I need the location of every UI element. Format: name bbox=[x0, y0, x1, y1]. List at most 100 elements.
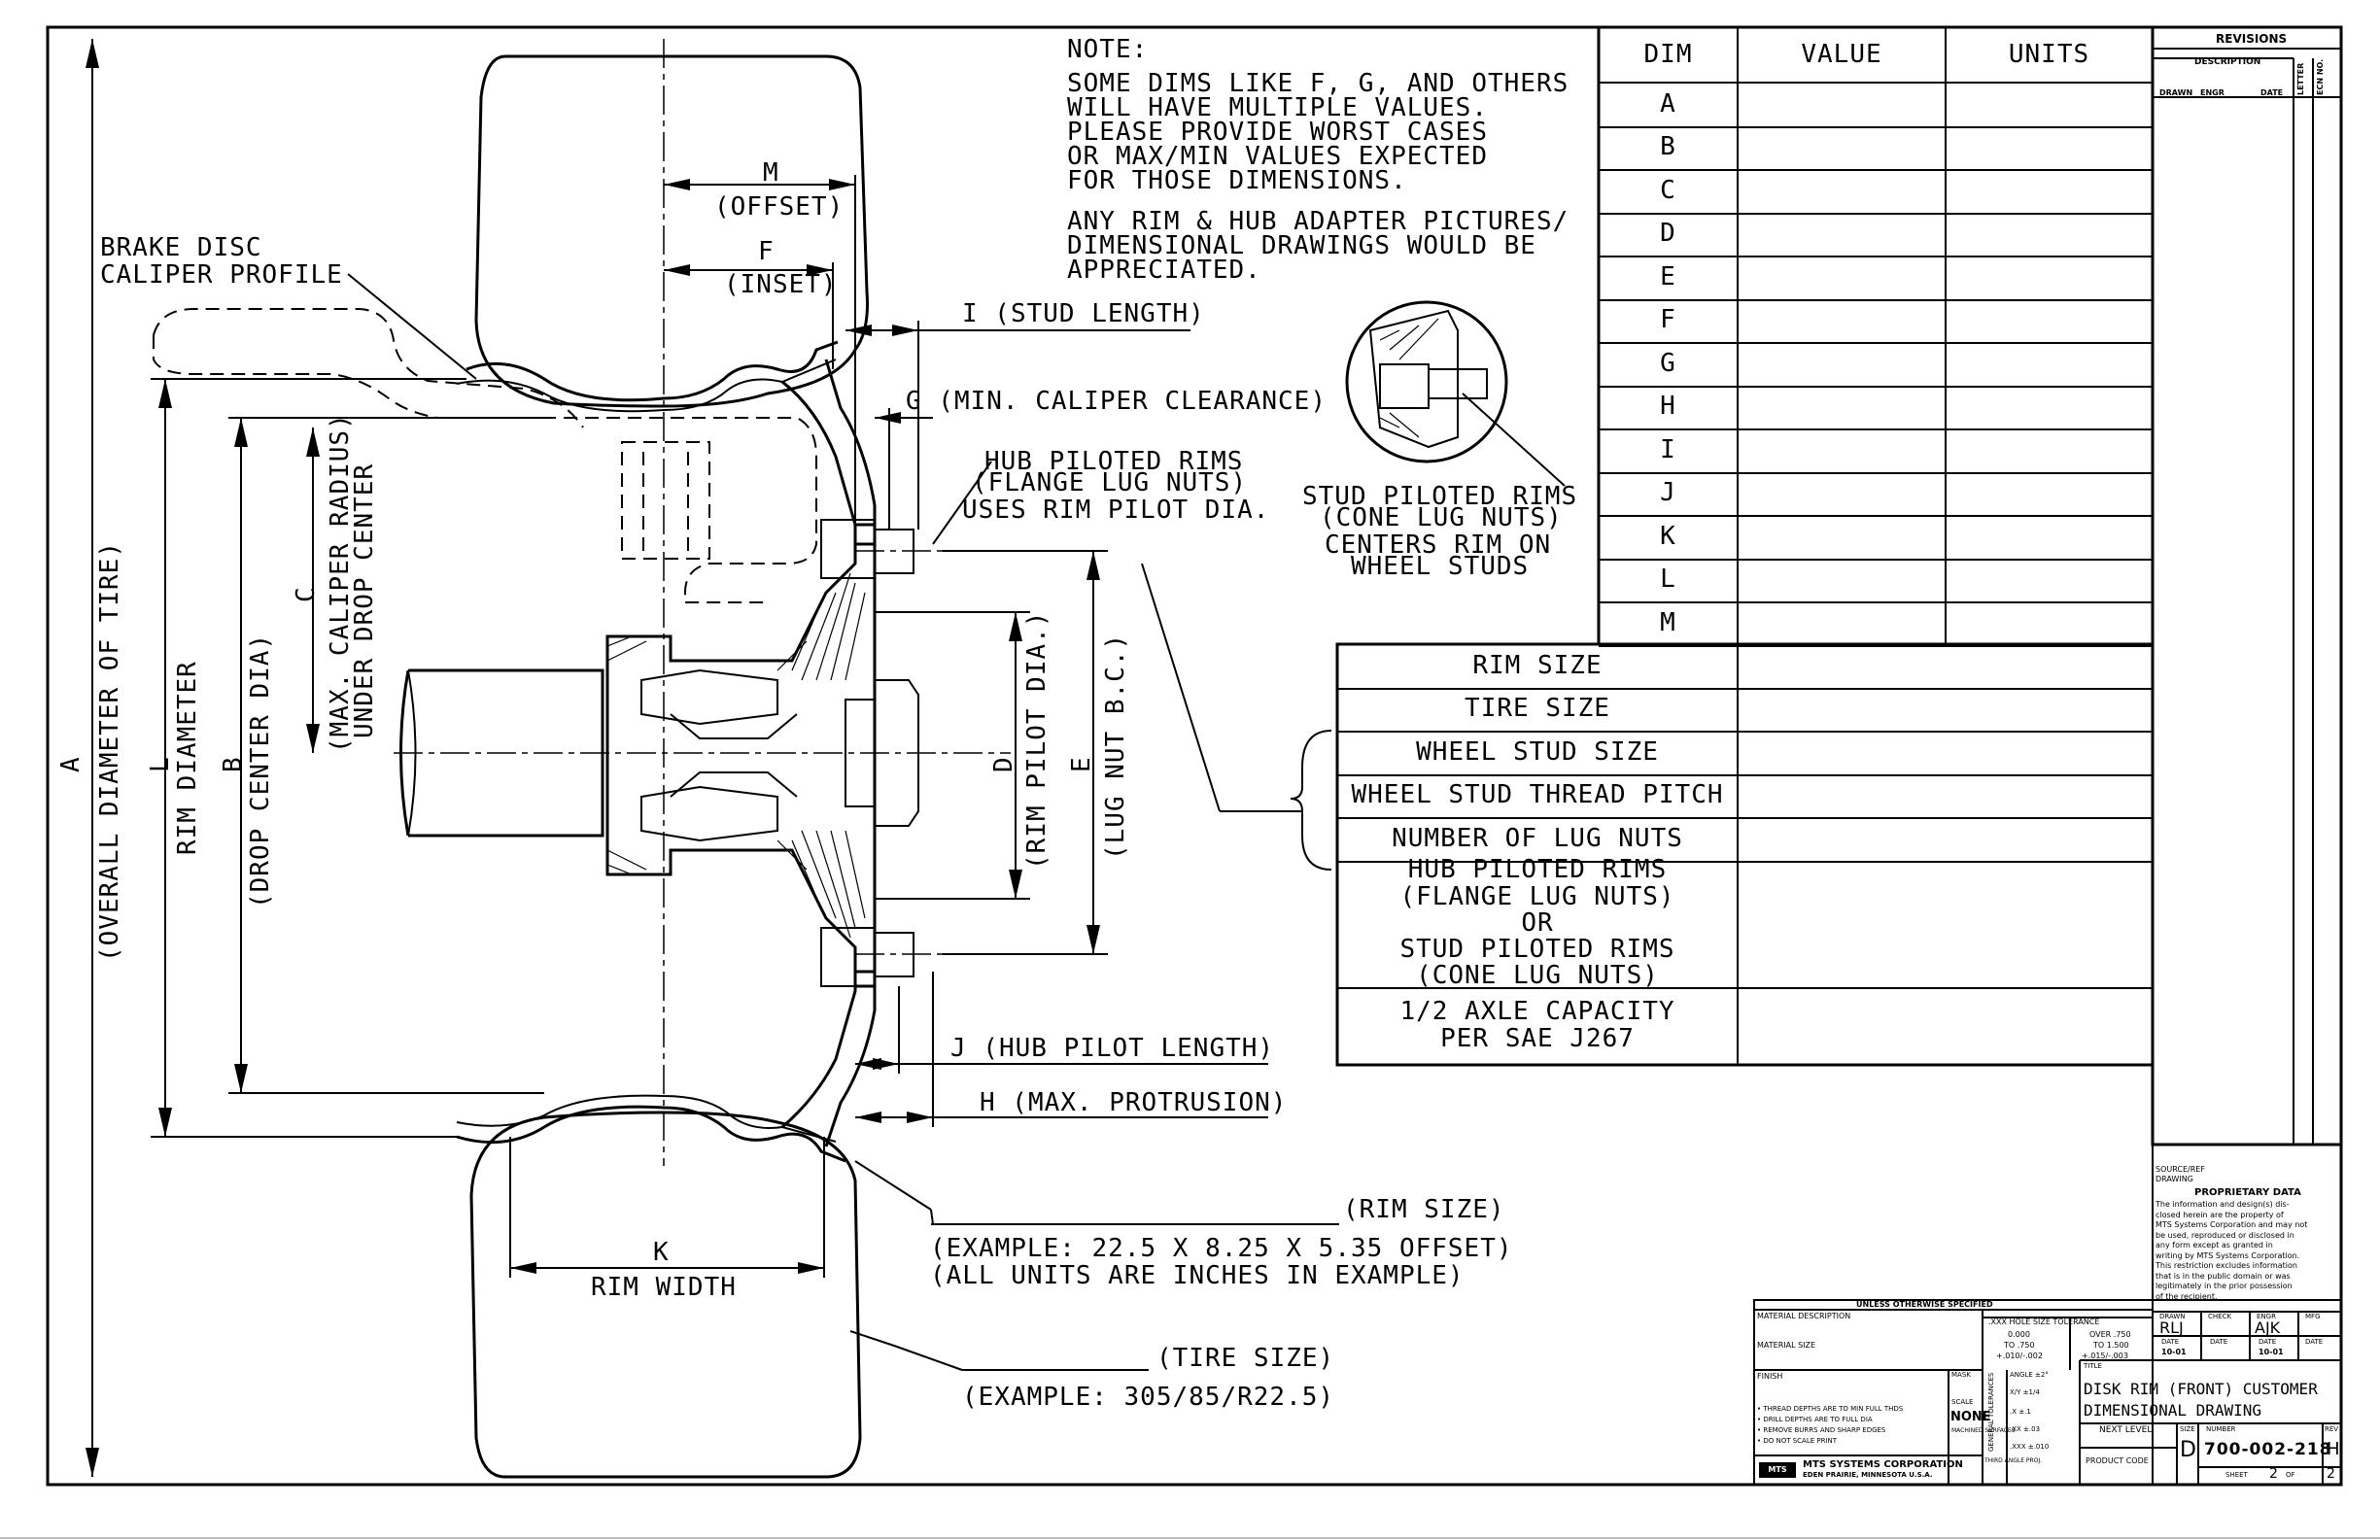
tb-title-2: DIMENSIONAL DRAWING bbox=[2084, 1401, 2262, 1420]
note-p1-line: OR MAX/MIN VALUES EXPECTED bbox=[1067, 142, 1488, 171]
tb-mask: MASK bbox=[1951, 1371, 1971, 1379]
tb-check-label: CHECK bbox=[2208, 1313, 2232, 1320]
tb-rev-label: REV bbox=[2325, 1425, 2339, 1433]
tb-note-line: • DRILL DEPTHS ARE TO FULL DIA bbox=[1757, 1416, 1873, 1423]
label-f-name: (INSET) bbox=[724, 270, 838, 299]
label-k-dim: K bbox=[653, 1238, 670, 1267]
label-wheel-studs: WHEEL STUDS bbox=[1351, 552, 1530, 581]
tb-scale: NONE bbox=[1950, 1410, 1991, 1424]
tb-engr-label: ENGR bbox=[2257, 1313, 2276, 1320]
tb-proprietary-line: of the recipient. bbox=[2156, 1291, 2218, 1301]
dims-row-divider bbox=[1599, 342, 2153, 344]
spec-row-line: TIRE SIZE bbox=[1465, 694, 1610, 724]
label-j: J (HUB PILOT LENGTH) bbox=[950, 1034, 1275, 1063]
dims-row-letter: A bbox=[1660, 88, 1676, 119]
tb-proprietary-line: The information and design(s) dis- bbox=[2156, 1200, 2290, 1209]
spec-row-label: NUMBER OF LUG NUTS bbox=[1337, 817, 1738, 861]
tb-product-code: PRODUCT CODE bbox=[2086, 1456, 2149, 1465]
revisions-engr: ENGR bbox=[2200, 88, 2225, 97]
tb-scale-label: SCALE bbox=[1951, 1398, 1974, 1406]
tb-note-line: • REMOVE BURRS AND SHARP EDGES bbox=[1757, 1426, 1886, 1434]
note-heading: NOTE: bbox=[1067, 35, 1149, 64]
rim-profile-bottom bbox=[456, 1105, 846, 1163]
label-caliper-profile: CALIPER PROFILE bbox=[100, 260, 343, 290]
tire-top bbox=[474, 54, 869, 408]
label-brake-disc: BRAKE DISC bbox=[100, 233, 262, 262]
note-p2-line: ANY RIM & HUB ADAPTER PICTURES/ bbox=[1067, 207, 1569, 236]
tb-drawn-date: 10-01 bbox=[2161, 1348, 2187, 1356]
dims-row-letter: B bbox=[1660, 132, 1676, 162]
label-c-dim: C bbox=[292, 586, 321, 602]
dims-row-divider bbox=[1599, 428, 2153, 430]
label-e-name: (LUG NUT B.C.) bbox=[1101, 633, 1130, 860]
revisions-grid bbox=[2151, 25, 2343, 1146]
tb-rev: H bbox=[2327, 1439, 2340, 1459]
spec-row-divider bbox=[1337, 731, 2153, 733]
label-centers-rim: CENTERS RIM ON bbox=[1325, 530, 1552, 560]
label-a-name: (OVERALL DIAMETER OF TIRE) bbox=[95, 541, 124, 962]
label-uses-rim-pilot: USES RIM PILOT DIA. bbox=[962, 496, 1270, 525]
tb-of-label: OF bbox=[2286, 1471, 2295, 1479]
spec-row-line: PER SAE J267 bbox=[1440, 1023, 1635, 1053]
spec-row-line: 1/2 AXLE CAPACITY bbox=[1399, 997, 1675, 1027]
spec-row-label: RIM SIZE bbox=[1337, 644, 1738, 688]
spec-row-divider bbox=[1337, 687, 2153, 690]
revisions-letter: LETTER bbox=[2296, 62, 2305, 95]
tb-finish: FINISH bbox=[1757, 1372, 1783, 1381]
note-p1-line: PLEASE PROVIDE WORST CASES bbox=[1067, 118, 1488, 147]
title-block-grid bbox=[1753, 1144, 2342, 1486]
dims-row-divider bbox=[1599, 298, 2153, 301]
dims-row-divider bbox=[1599, 212, 2153, 215]
dims-row-letter: F bbox=[1660, 305, 1676, 335]
note-p1-line: FOR THOSE DIMENSIONS. bbox=[1067, 166, 1407, 195]
label-h: H (MAX. PROTRUSION) bbox=[980, 1088, 1288, 1117]
lug-nut-bottom bbox=[820, 927, 876, 987]
label-tire-example: (EXAMPLE: 305/85/R22.5) bbox=[962, 1383, 1335, 1412]
tb-date-label-mfg: DATE bbox=[2305, 1338, 2324, 1346]
revisions-drawn: DRAWN bbox=[2159, 88, 2193, 97]
label-c-name-2: UNDER DROP CENTER bbox=[350, 462, 379, 738]
label-m-name: (OFFSET) bbox=[714, 192, 845, 222]
spec-row-divider bbox=[1337, 773, 2153, 776]
spec-row-line: (FLANGE LUG NUTS) bbox=[1399, 881, 1675, 911]
spec-row-line: HUB PILOTED RIMS bbox=[1407, 855, 1668, 885]
tb-date-label-engr: DATE bbox=[2259, 1338, 2277, 1346]
dims-row-letter: D bbox=[1660, 219, 1676, 249]
tb-proprietary-line: be used, reproduced or disclosed in bbox=[2156, 1230, 2294, 1240]
spec-row-divider bbox=[1337, 860, 2153, 863]
tb-proprietary-line: MTS Systems Corporation and may not bbox=[2156, 1220, 2308, 1229]
spec-row-line: WHEEL STUD THREAD PITCH bbox=[1351, 780, 1724, 810]
note-p2-line: APPRECIATED. bbox=[1067, 256, 1261, 285]
label-i: I (STUD LENGTH) bbox=[962, 299, 1205, 328]
label-flange-lug: (FLANGE LUG NUTS) bbox=[972, 468, 1248, 497]
label-f-dim: F bbox=[758, 237, 775, 266]
tb-number: 700-002-218 bbox=[2204, 1440, 2332, 1459]
tb-address: EDEN PRAIRIE, MINNESOTA U.S.A. bbox=[1803, 1471, 1933, 1479]
spec-row-line: OR bbox=[1521, 907, 1554, 938]
tb-hole-tol: .XXX HOLE SIZE TOLERANCE bbox=[1988, 1318, 2100, 1326]
tb-material-desc: MATERIAL DESCRIPTION bbox=[1757, 1312, 1851, 1320]
dims-row-letter: E bbox=[1660, 261, 1676, 291]
label-b-dim: B bbox=[219, 756, 248, 772]
spec-row-label: WHEEL STUD SIZE bbox=[1337, 731, 1738, 774]
label-tire-size: (TIRE SIZE) bbox=[1156, 1344, 1335, 1373]
dims-row-divider bbox=[1599, 558, 2153, 561]
label-rim-example: (EXAMPLE: 22.5 X 8.25 X 5.35 OFFSET) bbox=[930, 1234, 1513, 1263]
tb-frac: X/Y ±1/4 bbox=[2010, 1388, 2040, 1396]
rim-profile-top bbox=[466, 340, 839, 402]
tb-sheet-total: 2 bbox=[2327, 1466, 2335, 1482]
tb-proprietary-line: any form except as granted in bbox=[2156, 1241, 2273, 1249]
label-a-dim: A bbox=[56, 756, 86, 772]
spec-row-line: STUD PILOTED RIMS bbox=[1399, 935, 1675, 965]
tb-tol1c: +.010/-.002 bbox=[1996, 1352, 2043, 1360]
tb-machined: MACHINED SURFACES bbox=[1951, 1427, 2016, 1434]
revisions-title: REVISIONS bbox=[2216, 32, 2288, 46]
label-l-dim: L bbox=[146, 756, 175, 772]
tb-date-label-drawn: DATE bbox=[2161, 1338, 2180, 1346]
tb-size-label: SIZE bbox=[2180, 1425, 2195, 1433]
spec-row-line: RIM SIZE bbox=[1472, 650, 1603, 680]
tb-company: MTS SYSTEMS CORPORATION bbox=[1803, 1459, 1963, 1470]
dims-row-letter: C bbox=[1660, 175, 1676, 205]
dims-row-letter: L bbox=[1660, 565, 1676, 595]
